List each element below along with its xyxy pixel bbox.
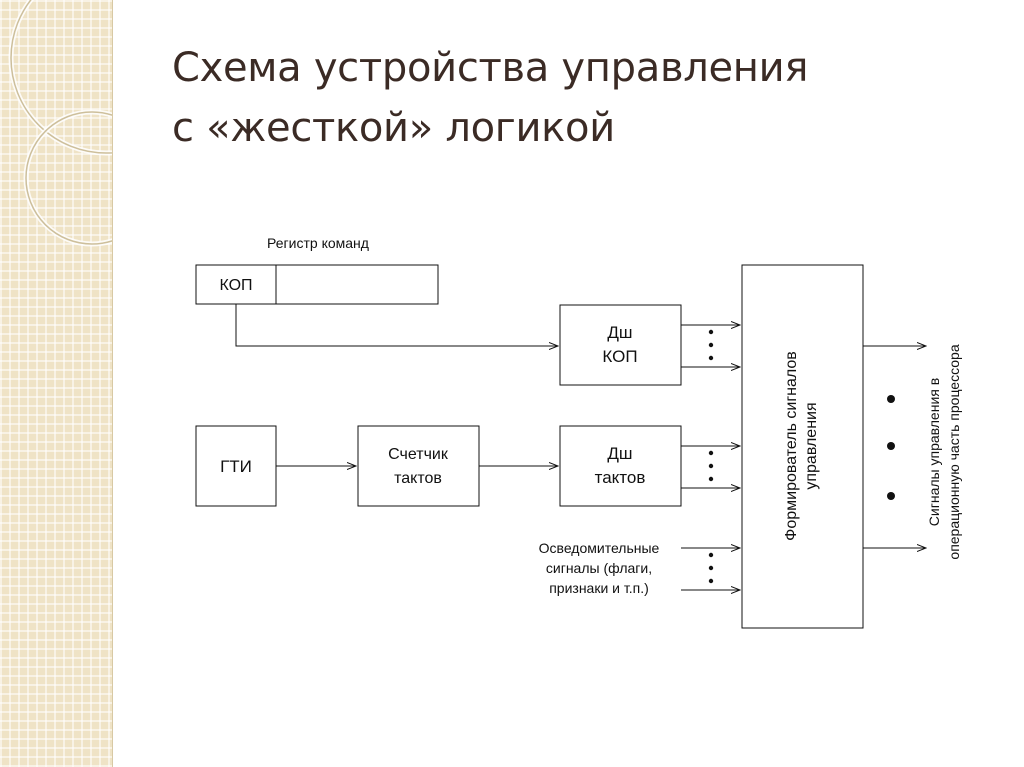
status-signals-label-2: сигналы (флаги, xyxy=(546,560,652,576)
connector-lines xyxy=(235,304,926,590)
ellipsis-dots xyxy=(708,329,895,584)
slide-title: Схема устройства управления с «жесткой» … xyxy=(172,38,808,158)
opcode-decoder-label-1: Дш xyxy=(607,323,632,342)
status-signals-label-1: Осведомительные xyxy=(539,540,660,556)
cycle-decoder-label-2: тактов xyxy=(595,468,646,487)
cycle-counter-box xyxy=(357,425,480,507)
output-signals-label-2: операционную часть процессора xyxy=(946,344,962,559)
cycle-decoder-label-1: Дш xyxy=(607,444,632,463)
slide-title-line-1: Схема устройства управления xyxy=(172,45,809,91)
signal-former-label-2: управления xyxy=(803,402,820,489)
cycle-decoder-box xyxy=(559,425,682,507)
instruction-register xyxy=(195,264,439,305)
signal-former-label-1: Формирователь сигналов xyxy=(783,351,800,541)
status-signals-label-3: признаки и т.п.) xyxy=(549,580,649,596)
signal-former-box xyxy=(741,264,864,629)
output-signals-label: Сигналы управления в операционную часть … xyxy=(926,344,962,559)
signal-former-label: Формирователь сигналов управления xyxy=(783,351,820,541)
slide-title-line-2: с «жесткой» логикой xyxy=(172,105,615,151)
cycle-counter-label-2: тактов xyxy=(394,470,442,487)
output-signals-label-1: Сигналы управления в xyxy=(926,378,942,526)
cycle-counter-label-1: Счетчик xyxy=(388,446,449,463)
clock-generator-label: ГТИ xyxy=(220,457,252,476)
decorative-rings xyxy=(8,0,112,247)
opcode-decoder-label-2: КОП xyxy=(602,347,637,366)
opcode-field: КОП xyxy=(219,277,252,294)
opcode-decoder-box xyxy=(559,304,682,386)
decorative-sidebar xyxy=(0,0,113,767)
arrow-opcode-to-decoder xyxy=(235,304,558,346)
register-caption: Регистр команд xyxy=(267,235,369,251)
